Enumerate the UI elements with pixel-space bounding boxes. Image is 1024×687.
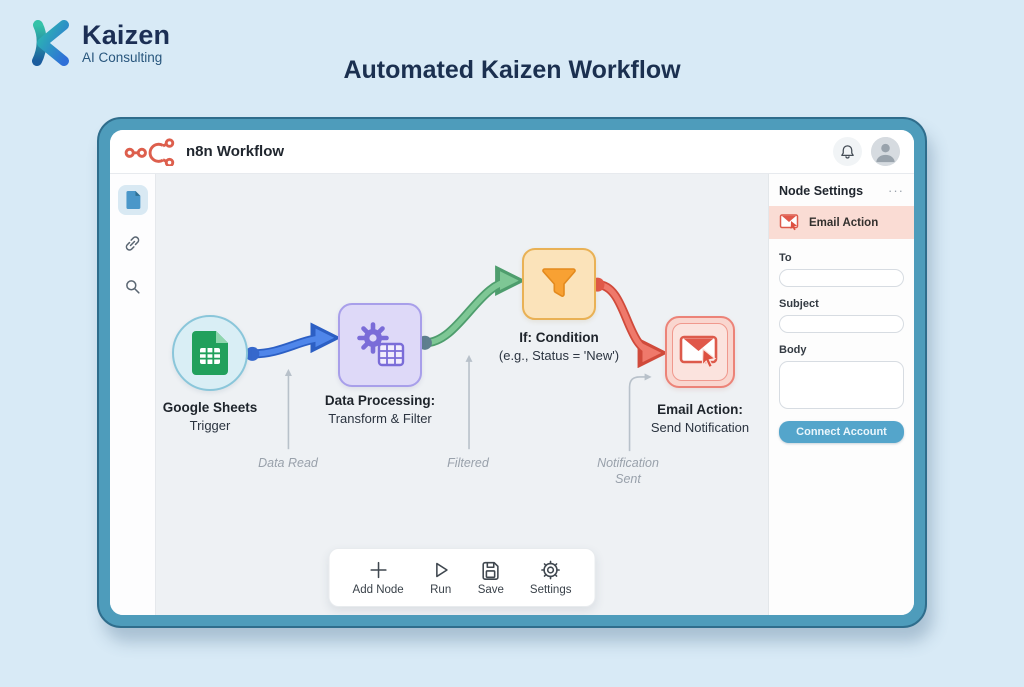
link-icon [125, 235, 140, 251]
app-window: n8n Workflow [97, 117, 927, 628]
search-icon [126, 279, 140, 294]
save-button[interactable]: Save [469, 557, 513, 598]
workflow-canvas[interactable]: Google Sheets Trigger Data Processing: T… [156, 174, 768, 615]
add-node-button[interactable]: Add Node [344, 557, 413, 598]
to-field-label: To [779, 252, 792, 264]
settings-button[interactable]: Settings [521, 557, 581, 598]
save-icon [482, 561, 499, 580]
body-field-label: Body [779, 344, 807, 356]
node-email-action[interactable] [665, 316, 735, 388]
document-icon [125, 191, 140, 209]
run-button[interactable]: Run [421, 557, 461, 598]
node-if-condition[interactable] [522, 248, 596, 320]
kaizen-k-icon [32, 20, 69, 66]
workflow-connections [245, 265, 669, 452]
funnel-icon [542, 268, 576, 297]
panel-title: Node Settings [779, 184, 864, 198]
selected-node-row[interactable]: Email Action [769, 206, 914, 239]
play-icon [436, 562, 448, 578]
plus-icon [369, 561, 387, 579]
email-cursor-icon [679, 335, 718, 369]
connect-account-button[interactable]: Connect Account [779, 421, 904, 443]
sidebar-item-link[interactable] [118, 228, 148, 258]
brand-tagline: AI Consulting [82, 50, 163, 66]
bell-icon [841, 145, 854, 159]
to-field[interactable] [779, 269, 904, 287]
node-settings-panel: Node Settings ··· Email Action To Subjec… [768, 174, 914, 615]
google-sheets-icon [192, 331, 228, 375]
canvas-toolbar: Add Node Run Save [328, 548, 596, 607]
gear-table-icon [357, 322, 405, 367]
sidebar-item-search[interactable] [118, 271, 148, 301]
user-icon [871, 137, 900, 166]
more-options-icon[interactable]: ··· [888, 183, 904, 198]
left-sidebar [110, 174, 156, 615]
node-data-processing[interactable] [338, 303, 422, 387]
avatar[interactable] [871, 137, 900, 166]
selected-node-label: Email Action [809, 216, 879, 229]
subject-field[interactable] [779, 315, 904, 333]
brand-logo: Kaizen AI Consulting [28, 20, 170, 66]
body-field[interactable] [779, 361, 904, 409]
notifications-button[interactable] [833, 137, 862, 166]
app-header: n8n Workflow [110, 130, 914, 174]
subject-field-label: Subject [779, 298, 819, 310]
sidebar-item-document[interactable] [117, 185, 148, 215]
page-title: Automated Kaizen Workflow [343, 56, 681, 84]
brand-name: Kaizen [82, 19, 171, 50]
node-google-sheets-trigger[interactable] [172, 315, 248, 391]
settings-gear-icon [541, 560, 561, 580]
email-cursor-icon [779, 214, 799, 231]
n8n-logo-icon [124, 137, 175, 166]
app-title: n8n Workflow [186, 143, 285, 160]
